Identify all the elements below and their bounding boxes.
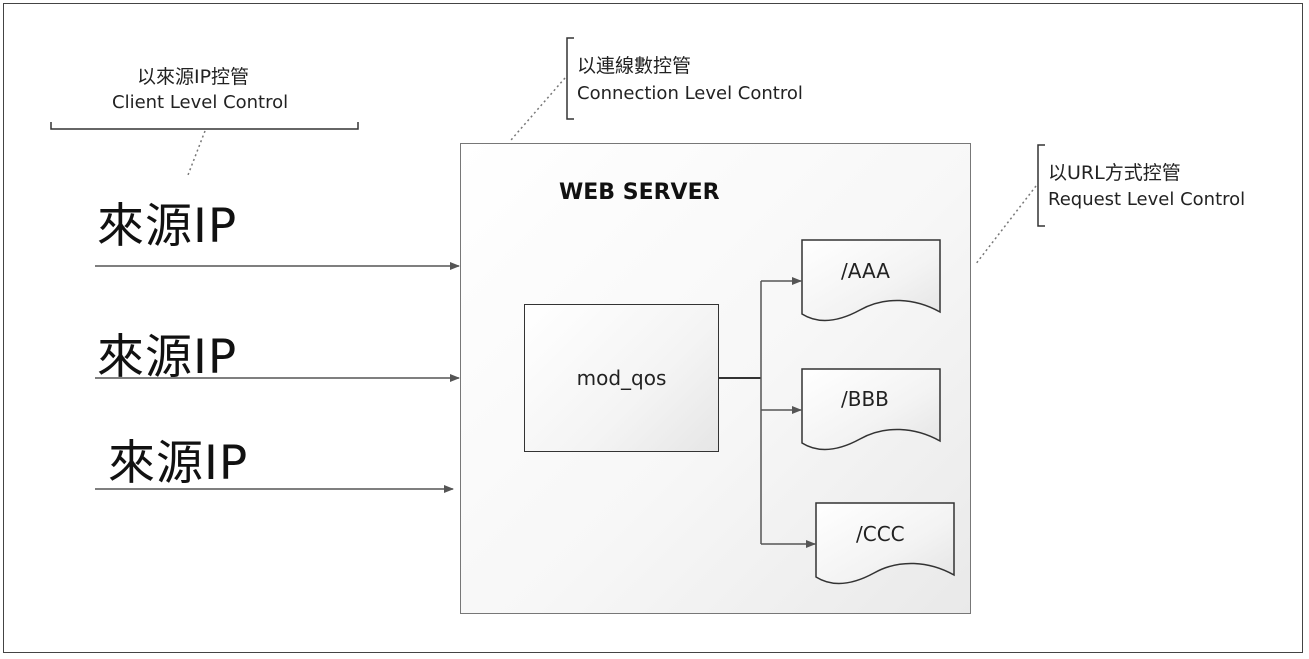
url-label-aaa: /AAA	[841, 259, 890, 283]
url-label-ccc: /CCC	[856, 522, 905, 546]
request-bracket	[1037, 144, 1045, 227]
client-leader	[187, 130, 206, 176]
client-bracket	[50, 122, 359, 130]
connection-bracket	[566, 37, 574, 120]
document-bbb	[801, 368, 941, 451]
document-ccc	[815, 502, 955, 585]
web-server-title: WEB SERVER	[559, 180, 720, 205]
request-callout-cn: 以URL方式控管	[1048, 162, 1181, 184]
source-ip-label-2: 來源IP	[97, 330, 238, 385]
source-ip-label-1: 來源IP	[97, 199, 238, 254]
request-callout-en: Request Level Control	[1048, 189, 1246, 210]
source-ip-label-3: 來源IP	[108, 436, 249, 491]
mod-qos-label: mod_qos	[576, 366, 667, 390]
connection-leader	[510, 77, 566, 141]
connection-callout-cn: 以連線數控管	[577, 55, 692, 77]
client-callout-cn: 以來源IP控管	[137, 66, 250, 88]
mod-qos-box: mod_qos	[524, 304, 719, 452]
request-leader	[974, 185, 1037, 266]
url-label-bbb: /BBB	[841, 387, 889, 411]
client-callout-en: Client Level Control	[112, 92, 289, 113]
document-aaa	[801, 239, 941, 322]
diagram-frame	[3, 3, 1303, 653]
connection-callout-en: Connection Level Control	[577, 83, 803, 104]
